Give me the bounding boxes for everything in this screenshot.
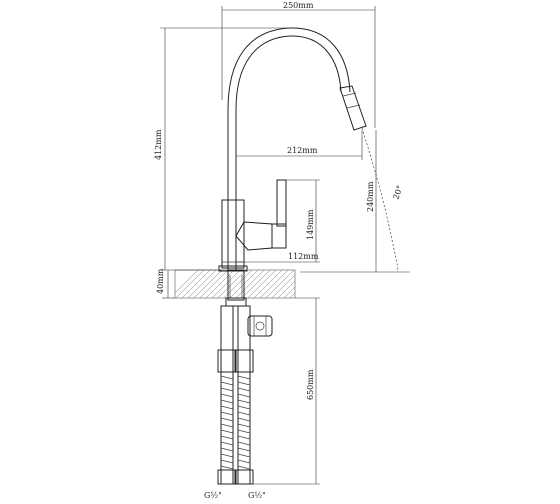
hose-braid-line [220, 441, 234, 446]
dim-label-112: 112mm [288, 252, 319, 261]
hatch-line [253, 269, 283, 299]
hose-braid-line [237, 459, 251, 464]
hatch-line [193, 269, 223, 299]
hose-braid-line [237, 387, 251, 392]
hose-braid-line [220, 417, 234, 422]
hose-braid-line [220, 405, 234, 410]
hatch-line [271, 274, 296, 299]
hatch-line [265, 269, 295, 299]
hatch-line [199, 269, 229, 299]
mounting-nut [247, 315, 273, 337]
dim-label-240: 240mm [366, 181, 375, 212]
hose-braid-line [237, 465, 251, 470]
hatch-line [205, 269, 235, 299]
hose-braid-line [237, 393, 251, 398]
hose-braid-line [220, 393, 234, 398]
hose-braid-line [220, 429, 234, 434]
hatch-line [277, 280, 296, 299]
hatch-line [181, 269, 211, 299]
hatch-line [241, 269, 271, 299]
connection-label-right: G½" [248, 491, 266, 500]
hose-braid-line [220, 459, 234, 464]
dim-label-250: 250mm [283, 1, 314, 10]
hose-braid-line [220, 435, 234, 440]
hose-braid-line [220, 381, 234, 386]
hatch-line [247, 269, 277, 299]
connection-label-left: G½" [204, 491, 222, 500]
hose-braid-line [220, 423, 234, 428]
hatch-line [259, 269, 289, 299]
dim-label-650: 650mm [306, 369, 315, 400]
hose-braid-line [237, 453, 251, 458]
faucet-body [218, 199, 248, 272]
hatch-line [174, 269, 199, 294]
hose-braid-line [220, 465, 234, 470]
hose-braid-line [237, 441, 251, 446]
countertop-deck [174, 269, 296, 299]
dimension-lines [160, 6, 410, 485]
hose-braid-line [237, 417, 251, 422]
hose-braid-line [220, 447, 234, 452]
faucet-handle [235, 179, 287, 251]
hose-braid-line [237, 375, 251, 380]
hatch-line [211, 269, 241, 299]
hatch-line [223, 269, 253, 299]
dim-label-212: 212mm [287, 146, 318, 155]
hose-braid-line [237, 405, 251, 410]
hatch-line [283, 286, 296, 299]
hose-braid-line [220, 399, 234, 404]
hatch-line [235, 269, 265, 299]
hose-braid-line [237, 423, 251, 428]
faucet-spout [227, 27, 367, 270]
hose-braid-line [237, 411, 251, 416]
dim-label-40: 40mm [156, 268, 165, 294]
hatch-line [175, 269, 205, 299]
hatch-line [217, 269, 247, 299]
spray-arc [361, 127, 399, 273]
hose-braid-line [237, 381, 251, 386]
mounting-shank [225, 269, 247, 307]
hose-braid-line [220, 453, 234, 458]
hose-braid-line [220, 411, 234, 416]
hose-braid-line [237, 399, 251, 404]
dim-label-412: 412mm [154, 129, 163, 160]
hose-braid-line [220, 375, 234, 380]
hatch-line [289, 292, 296, 299]
dim-label-149: 149mm [306, 209, 315, 240]
dim-label-20deg: 20° [391, 184, 404, 200]
hose-braid-line [220, 387, 234, 392]
hose-braid-line [237, 447, 251, 452]
supply-hoses [217, 305, 254, 485]
hatch-line [187, 269, 217, 299]
hose-braid-line [237, 435, 251, 440]
hose-braid-line [237, 429, 251, 434]
